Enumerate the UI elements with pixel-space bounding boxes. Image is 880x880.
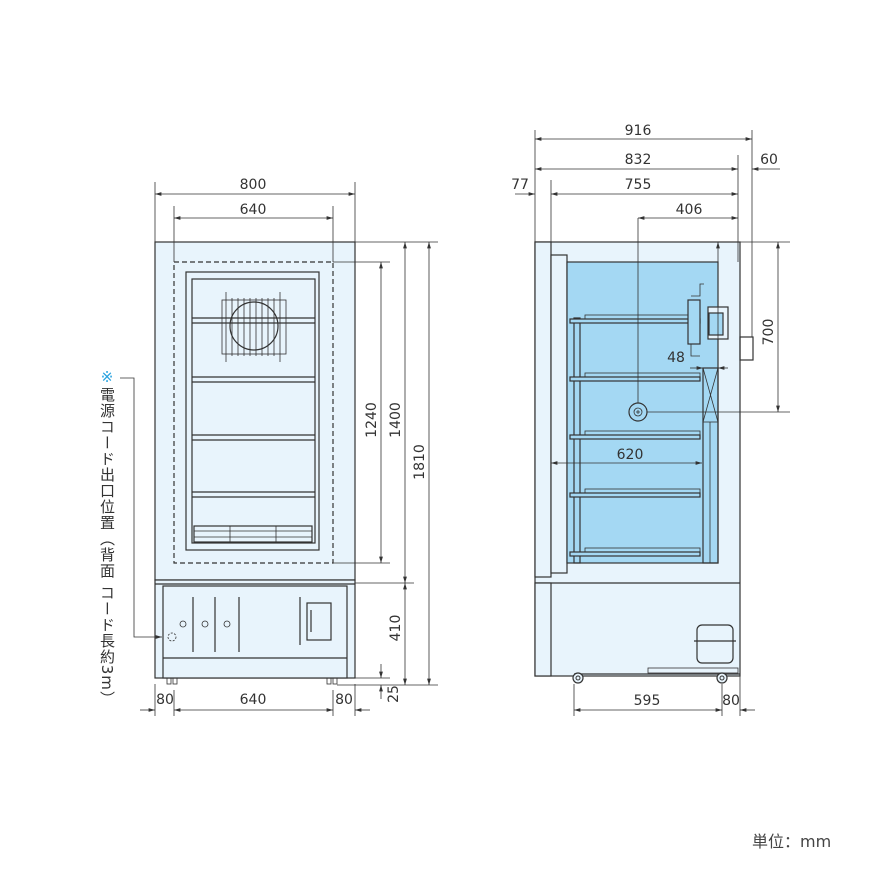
dim-height-center: 700 (761, 319, 777, 346)
vent-grille (193, 525, 313, 543)
wheels (572, 672, 728, 684)
door-edge (534, 241, 552, 578)
dim-height-feet: 25 (386, 685, 402, 703)
note-text: 電源コード出口位置（背面 コード長約3m） (98, 387, 116, 707)
dim-bottom-left: 80 (156, 692, 174, 708)
dim-depth-inner: 755 (625, 177, 652, 193)
shelves (192, 317, 315, 498)
control-panel (167, 597, 332, 652)
dim-height-base: 410 (388, 615, 404, 642)
dim-depth-body: 832 (625, 152, 652, 168)
air-duct (702, 367, 719, 564)
note-mark: ※ (98, 368, 116, 387)
dim-duct: 48 (667, 350, 685, 366)
dim-door-thickness: 77 (511, 177, 529, 193)
power-cord-note: ※電源コード出口位置（背面 コード長約3m） (97, 368, 117, 707)
dim-center-offset: 406 (676, 202, 703, 218)
unit-label: 単位：mm (752, 832, 832, 851)
dim-width-inner: 640 (240, 202, 267, 218)
front-view: 800 640 1240 1400 1810 410 25 80 640 80 (120, 177, 438, 716)
inner-outline (173, 261, 334, 564)
dim-bottom-right: 80 (335, 692, 353, 708)
dim-width-total: 800 (240, 177, 267, 193)
dim-bottom-mid: 640 (240, 692, 267, 708)
power-cord-outlet-icon (167, 632, 177, 642)
dim-rear-offset: 60 (760, 152, 778, 168)
dim-depth-total: 916 (625, 123, 652, 139)
display-icon (306, 602, 332, 641)
fan-icon (221, 292, 287, 362)
dim-shelf-depth: 620 (617, 447, 644, 463)
dim-height-door: 1400 (388, 402, 404, 438)
dim-height-inner: 1240 (364, 402, 380, 438)
dim-wheel-rear: 80 (722, 693, 740, 709)
dim-height-total: 1810 (412, 444, 428, 480)
shelves-side (569, 314, 701, 557)
compressor-icon (694, 624, 736, 664)
dim-wheelbase: 595 (634, 693, 661, 709)
side-view: 916 832 60 77 755 406 700 48 620 595 80 (511, 123, 790, 716)
feet (166, 677, 338, 685)
